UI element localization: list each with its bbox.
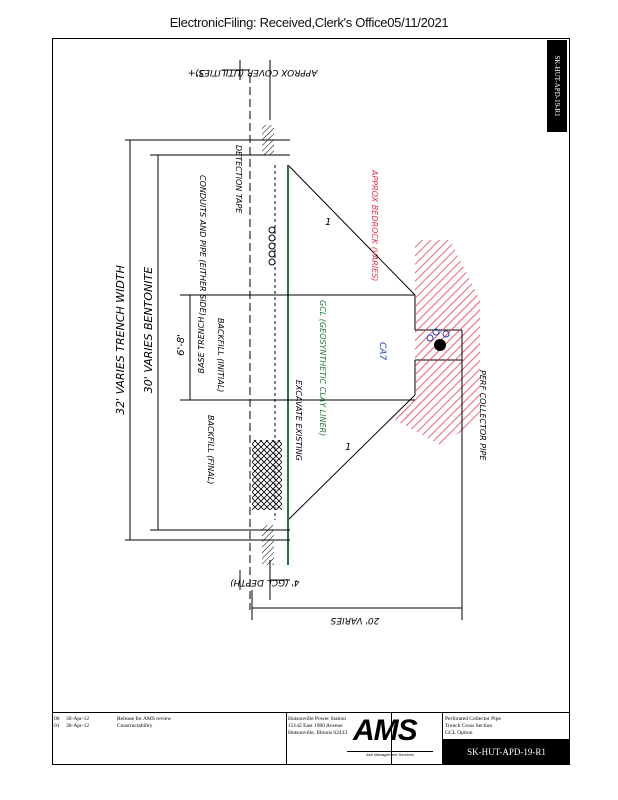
rev-date: 30-Apr-12 xyxy=(66,723,90,729)
rev-date: 30-Apr-12 xyxy=(66,716,90,722)
gcl-label: GCL (GEOSYNTHETIC CLAY LINER) xyxy=(318,300,327,436)
slope-label-top: 1 xyxy=(325,217,331,228)
side-tab: SK-HUT-APD-19-R1 xyxy=(547,40,567,132)
dimension-lines xyxy=(125,60,463,620)
detection-tape-label: DETECTION TAPE xyxy=(234,145,243,214)
excavate-label: EXCAVATE EXISTING xyxy=(294,380,303,461)
conduits xyxy=(268,226,276,266)
rev-description: Constructability xyxy=(117,723,153,729)
rev-number: 00 xyxy=(54,716,60,722)
base-trench-label: BASE TRENCH xyxy=(197,317,206,374)
revision-column: 00 30-Apr-12 Release for AMS review 01 3… xyxy=(52,713,287,765)
cover-dim: 3'+ xyxy=(188,67,206,78)
slope-label-bottom: 1 xyxy=(345,442,351,453)
bedrock-label: APPROX BEDROCK (VARIES) xyxy=(370,169,379,281)
drawing-subtitle: Trench Cross Section xyxy=(445,723,493,729)
base-trench-dim: 6'-8' xyxy=(176,334,187,356)
collector-pipe xyxy=(426,328,450,351)
logo-subtitle: Ash Management Services xyxy=(347,751,433,757)
title-divider xyxy=(442,712,443,765)
site-name: Hutsonville Power Station xyxy=(288,716,347,722)
bentonite-label: 30' VARIES BENTONITE xyxy=(142,267,155,393)
rev-number: 01 xyxy=(54,723,60,729)
gcl-depth-label: 4' (GCL DEPTH) xyxy=(230,577,300,587)
trench-width-label: 32' VARIES TRENCH WIDTH xyxy=(114,265,127,415)
ams-logo: AMS Ash Management Services xyxy=(345,714,440,762)
filing-stamp: ElectronicFiling: Received,Clerk's Offic… xyxy=(169,15,449,30)
drawing-border xyxy=(52,38,570,765)
site-column: Hutsonville Power Station 15142 East 190… xyxy=(286,713,392,765)
conduits-label: CONDUITS AND PIPE (EITHER SIDE) xyxy=(198,175,207,316)
collector-label: PERF COLLECTOR PIPE xyxy=(478,370,487,461)
drawing-option: GCL Option xyxy=(445,730,473,736)
backfill-final-label: BACKFILL (FINAL) xyxy=(206,415,215,484)
title-block: 00 30-Apr-12 Release for AMS review 01 3… xyxy=(52,712,570,765)
bottom-width-label: 20' VARIES xyxy=(330,615,379,625)
ca7-label: CA7 xyxy=(377,342,387,360)
backfill-initial-label: BACKFILL (INITIAL) xyxy=(216,318,225,392)
rev-description: Release for AMS review xyxy=(117,716,172,722)
drawing-number: SK-HUT-APD-19-R1 xyxy=(443,739,570,765)
site-city: Hutsonville, Illinois 62433 xyxy=(288,730,348,736)
ground-lines xyxy=(249,60,462,610)
logo-text: AMS xyxy=(353,714,418,747)
drawing-title: Perforated Collector Pipe xyxy=(445,716,501,722)
site-address: 15142 East 1900 Avenue xyxy=(288,723,343,729)
cover-label: APPROX COVER (UTILITIES) xyxy=(195,67,318,77)
